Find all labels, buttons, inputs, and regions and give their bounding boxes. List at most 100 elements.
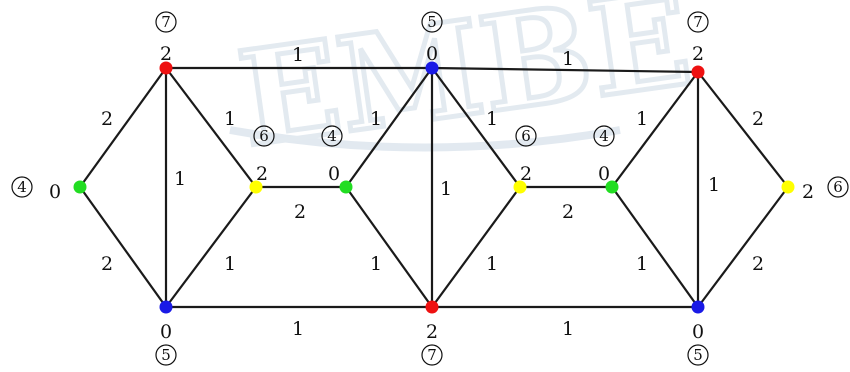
edge-J-L: [697, 71, 789, 188]
edge-A-C: [79, 186, 167, 308]
watermark: EMBE: [228, 0, 702, 179]
node-labels-layer: 0 4 2 7 0 5 2 6 0 4 0 5 2 7 2 6 0 4 2 7 0 5 2 6: [11, 11, 849, 366]
edge-I-K: [611, 186, 699, 308]
edge-F-H: [431, 67, 521, 188]
edge-weight-F-J: 1: [562, 48, 574, 70]
circled-number-ring-K: [687, 344, 709, 366]
circled-number-text-K: 5: [693, 346, 703, 364]
node-label-D: 2: [256, 163, 268, 185]
edge-B-D: [165, 67, 257, 188]
edge-weight-A-C: 2: [101, 253, 113, 275]
circled-number-ring-F: [421, 11, 443, 33]
edge-C-D: [165, 186, 257, 308]
edge-weight-I-J: 1: [636, 108, 648, 130]
circled-number-ring-E: [321, 125, 343, 147]
circled-number-text-I: 4: [599, 127, 609, 145]
node-K-blue: [691, 300, 705, 314]
node-label-L: 2: [802, 181, 814, 203]
edge-K-L: [697, 186, 789, 308]
edge-weight-G-H: 1: [486, 253, 498, 275]
circled-number-text-L: 6: [833, 178, 843, 196]
circled-number-I: 4: [593, 125, 615, 147]
node-label-F: 0: [426, 43, 438, 65]
circled-number-C: 5: [155, 344, 177, 366]
circled-number-ring-L: [827, 176, 849, 198]
edge-weight-I-K: 1: [636, 253, 648, 275]
edge-F-J: [431, 66, 699, 74]
circled-number-text-D: 6: [259, 127, 269, 145]
edge-weight-B-C: 1: [174, 168, 186, 190]
circled-number-K: 5: [687, 344, 709, 366]
edge-weight-A-B: 2: [101, 108, 113, 130]
edge-E-F: [345, 67, 433, 188]
circled-number-text-A: 4: [17, 178, 27, 196]
node-label-B: 2: [160, 43, 172, 65]
circled-number-text-C: 5: [161, 346, 171, 364]
edge-I-J: [611, 71, 699, 188]
node-label-H: 2: [520, 163, 532, 185]
circled-number-ring-D: [253, 125, 275, 147]
circled-number-text-G: 7: [427, 346, 437, 364]
edge-weight-F-G: 1: [440, 178, 452, 200]
node-label-C: 0: [160, 321, 172, 343]
edge-E-G: [345, 186, 433, 308]
edge-weight-C-D: 1: [224, 253, 236, 275]
node-label-I: 0: [598, 163, 610, 185]
circled-number-ring-B: [155, 11, 177, 33]
node-label-J: 2: [692, 43, 704, 65]
edge-weights-layer: 2 2 1 1 1 1 1 2 1 1 1 1 1 1 1 2 1 1 1 2 2: [101, 44, 764, 340]
circled-number-A: 4: [11, 176, 33, 198]
edge-weight-E-G: 1: [370, 253, 382, 275]
edge-weight-F-H: 1: [486, 108, 498, 130]
node-label-E: 0: [328, 163, 340, 185]
edge-weight-D-E: 2: [294, 201, 306, 223]
node-label-A: 0: [49, 181, 61, 203]
node-L-yellow: [781, 180, 795, 194]
circled-number-B: 7: [155, 11, 177, 33]
edge-weight-J-L: 2: [752, 108, 764, 130]
edge-weight-B-D: 1: [224, 108, 236, 130]
edge-weight-B-F: 1: [292, 44, 304, 66]
nodes-layer: [73, 61, 795, 314]
edges-layer: [79, 66, 789, 309]
node-G-red: [425, 300, 439, 314]
circled-number-L: 6: [827, 176, 849, 198]
circled-number-text-F: 5: [427, 13, 437, 31]
circled-number-ring-I: [593, 125, 615, 147]
circled-number-text-E: 4: [327, 127, 337, 145]
circled-number-ring-G: [421, 344, 443, 366]
circled-number-F: 5: [421, 11, 443, 33]
node-J-red: [691, 65, 705, 79]
node-I-green: [605, 180, 619, 194]
edge-weight-G-K: 1: [562, 318, 574, 340]
node-E-green: [339, 180, 353, 194]
node-label-G: 2: [426, 321, 438, 343]
circled-number-ring-C: [155, 344, 177, 366]
circled-number-H: 6: [515, 125, 537, 147]
node-D-yellow: [249, 180, 263, 194]
node-A-green: [73, 180, 87, 194]
circled-number-text-J: 7: [693, 13, 703, 31]
circled-number-text-H: 6: [521, 127, 531, 145]
edge-weight-H-I: 2: [562, 201, 574, 223]
circled-number-ring-J: [687, 11, 709, 33]
node-label-K: 0: [692, 321, 704, 343]
edge-weight-K-L: 2: [752, 253, 764, 275]
edge-G-H: [431, 186, 521, 308]
circled-number-text-B: 7: [161, 13, 171, 31]
circled-number-E: 4: [321, 125, 343, 147]
circled-number-J: 7: [687, 11, 709, 33]
circled-number-ring-A: [11, 176, 33, 198]
node-B-red: [159, 61, 173, 75]
edge-A-B: [79, 67, 167, 188]
node-C-blue: [159, 300, 173, 314]
circled-number-G: 7: [421, 344, 443, 366]
edge-weight-C-G: 1: [292, 318, 304, 340]
edge-weight-J-K: 1: [708, 174, 720, 196]
edge-weight-E-F: 1: [370, 108, 382, 130]
node-F-blue: [425, 61, 439, 75]
circled-number-D: 6: [253, 125, 275, 147]
node-H-yellow: [513, 180, 527, 194]
circled-number-ring-H: [515, 125, 537, 147]
